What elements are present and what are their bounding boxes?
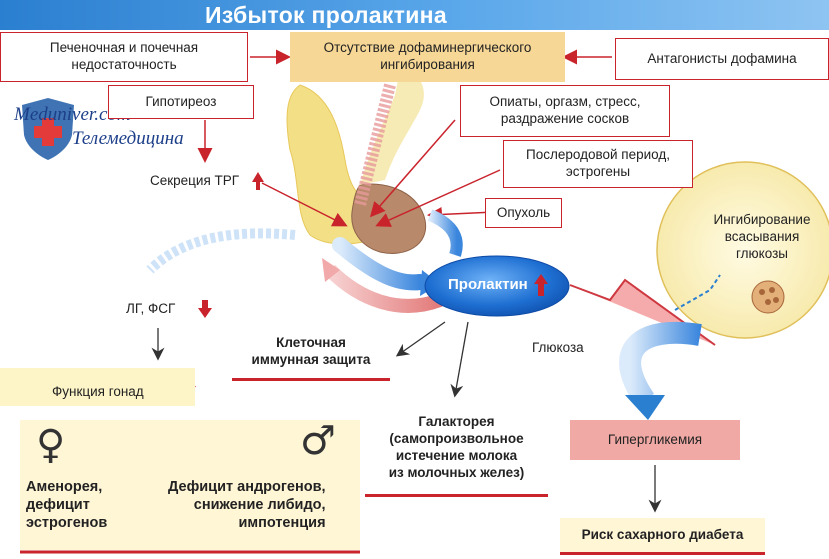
box-dopamine-antagonists: Антагонисты дофамина bbox=[615, 38, 829, 80]
watermark-line1: Meduniver.com bbox=[14, 104, 131, 125]
galactorrhea-underline bbox=[365, 494, 548, 497]
glucose-dotted-arrow bbox=[674, 274, 721, 311]
label-gonad-function: Функция гонад bbox=[52, 384, 144, 399]
arrow-prolactin-to-immune bbox=[395, 321, 446, 357]
box-immune-defense: Клеточная иммунная защита bbox=[232, 326, 390, 378]
trh-up-arrow bbox=[252, 172, 264, 190]
gender-panel bbox=[20, 420, 360, 550]
male-symbol-icon: ♂ bbox=[300, 418, 336, 464]
arrow-trh bbox=[261, 182, 348, 227]
box-postpartum: Послеродовой период, эстрогены bbox=[503, 140, 693, 188]
arrow-blue-to-prolactin bbox=[332, 237, 428, 291]
label-glucose: Глюкоза bbox=[532, 340, 584, 355]
label-prolactin: Пролактин bbox=[448, 276, 528, 293]
diagram-title: Избыток пролактина bbox=[205, 2, 447, 28]
prolactin-up-arrow bbox=[534, 274, 548, 296]
gonad-panel bbox=[0, 368, 195, 406]
box-opiates: Опиаты, оргазм, стресс, раздражение соск… bbox=[460, 85, 670, 137]
immune-underline bbox=[232, 378, 390, 381]
box-liver-renal: Печеночная и почечная недостаточность bbox=[0, 32, 248, 82]
arrow-no-dopamine bbox=[354, 83, 396, 207]
arrow-postpartum bbox=[375, 169, 501, 227]
female-symbol-icon: ♀ bbox=[36, 422, 66, 468]
box-diabetes-risk: Риск сахарного диабета bbox=[560, 518, 765, 552]
arrow-blue-glucose bbox=[619, 321, 702, 407]
label-glucose-inhibition: Ингибирование всасывания глюкозы bbox=[713, 212, 811, 261]
diabetes-underline bbox=[560, 552, 765, 555]
watermark-line2: Телемедицина bbox=[72, 128, 184, 149]
label-female-effects: Аменорея, дефицит эстрогенов bbox=[26, 479, 108, 532]
lh-down-arrow bbox=[198, 300, 212, 318]
arrow-pink-feedback bbox=[325, 264, 443, 313]
cell-shape bbox=[656, 161, 829, 339]
box-tumor: Опухоль bbox=[485, 198, 562, 228]
arrow-blue-tumor bbox=[427, 209, 463, 257]
label-trh-secretion: Секреция ТРГ bbox=[150, 173, 240, 188]
arrow-opiates bbox=[370, 119, 456, 218]
arrow-lh-fsh bbox=[146, 228, 296, 274]
prolactin-oval bbox=[424, 255, 570, 317]
label-male-effects: Дефицит андрогенов, снижение либидо, имп… bbox=[168, 479, 326, 532]
title-bar bbox=[0, 0, 829, 30]
arrow-prolactin-to-galactorrhea bbox=[450, 321, 469, 398]
box-hyperglycemia: Гипергликемия bbox=[570, 420, 740, 460]
cell-nucleus bbox=[751, 280, 785, 314]
label-lh-fsh: ЛГ, ФСГ bbox=[126, 301, 176, 316]
box-hypothyroid: Гипотиреоз bbox=[108, 85, 254, 119]
box-no-dopamine: Отсутствие дофаминергического ингибирова… bbox=[290, 32, 565, 82]
box-galactorrhea: Галакторея (самопроизвольное истечение м… bbox=[388, 414, 525, 480]
